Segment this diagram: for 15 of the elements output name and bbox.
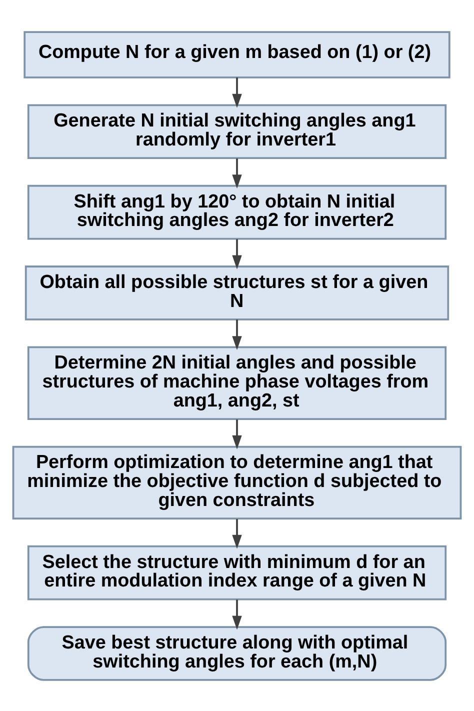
- arrow: [232, 599, 242, 630]
- node-box: Obtain all possible structures st for a given N: [24, 265, 450, 320]
- arrow: [232, 77, 242, 108]
- node-box: Determine 2N initial angles and possible structures of machine phase voltages from ang1, ang2, st: [27, 346, 447, 420]
- arrow: [232, 418, 242, 449]
- node-box: Select the structure with minimum d for an entire modulation index range of a given N: [27, 544, 447, 600]
- arrow: [232, 319, 242, 350]
- node-box: Compute N for a given m based on (1) or (2): [24, 30, 450, 78]
- node-box: Perform optimization to determine ang1 that minimize the objective function d subjected to given constraints: [12, 445, 462, 520]
- node-box: Generate N initial switching angles ang1 randomly for inverter1: [27, 104, 447, 159]
- arrow: [232, 238, 242, 269]
- node-box: Save best structure along with optimal switching angles for each (m,N): [27, 626, 447, 680]
- node-box: Shift ang1 by 120° to obtain N initial switching angles ang2 for inverter2: [27, 184, 447, 240]
- arrow: [232, 158, 242, 188]
- arrow: [232, 518, 242, 548]
